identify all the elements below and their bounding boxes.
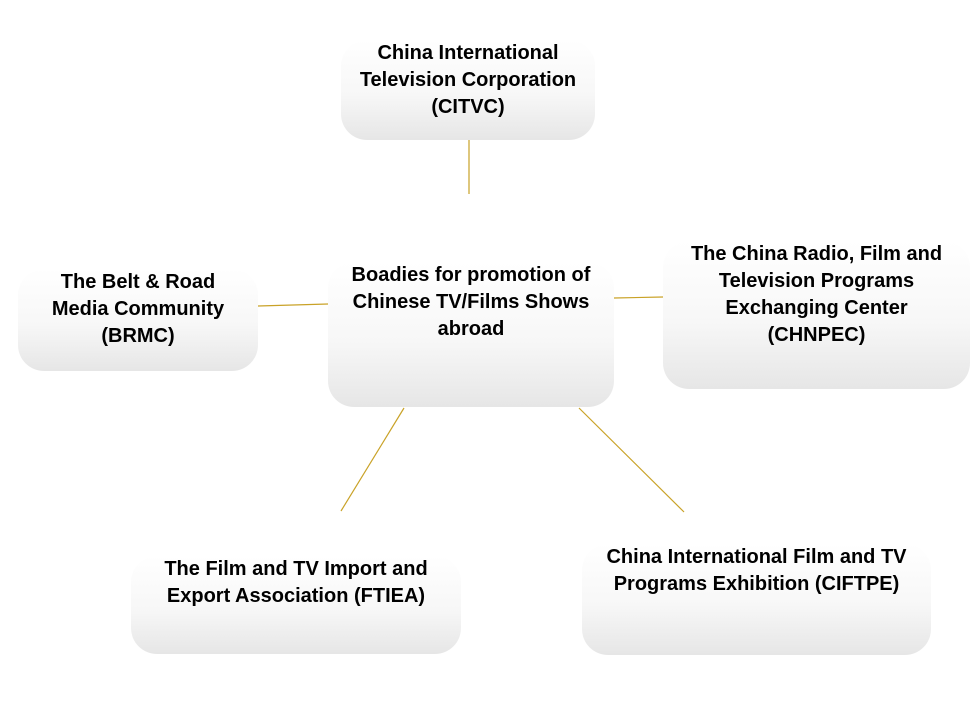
connector-center-ciftpe bbox=[578, 407, 685, 513]
node-brmc: The Belt & Road Media Community (BRMC) bbox=[18, 269, 258, 371]
connector-center-ftiea bbox=[340, 407, 405, 512]
node-ftiea: The Film and TV Import and Export Associ… bbox=[131, 556, 461, 654]
node-citvc: China International Television Corporati… bbox=[341, 40, 595, 140]
node-chnpec: The China Radio, Film and Television Pro… bbox=[663, 241, 970, 389]
node-ftiea-label: The Film and TV Import and Export Associ… bbox=[164, 558, 428, 607]
node-ciftpe-label: China International Film and TV Programs… bbox=[606, 546, 907, 595]
node-center-label: Boadies for promotion of Chinese TV/Film… bbox=[351, 264, 591, 340]
node-citvc-label: China International Television Corporati… bbox=[359, 42, 577, 118]
node-ciftpe: China International Film and TV Programs… bbox=[582, 544, 931, 655]
node-chnpec-label: The China Radio, Film and Television Pro… bbox=[690, 243, 943, 346]
connector-center-brmc bbox=[257, 303, 329, 307]
node-brmc-label: The Belt & Road Media Community (BRMC) bbox=[51, 271, 225, 347]
node-center: Boadies for promotion of Chinese TV/Film… bbox=[328, 262, 614, 407]
connector-center-chnpec bbox=[613, 296, 664, 299]
